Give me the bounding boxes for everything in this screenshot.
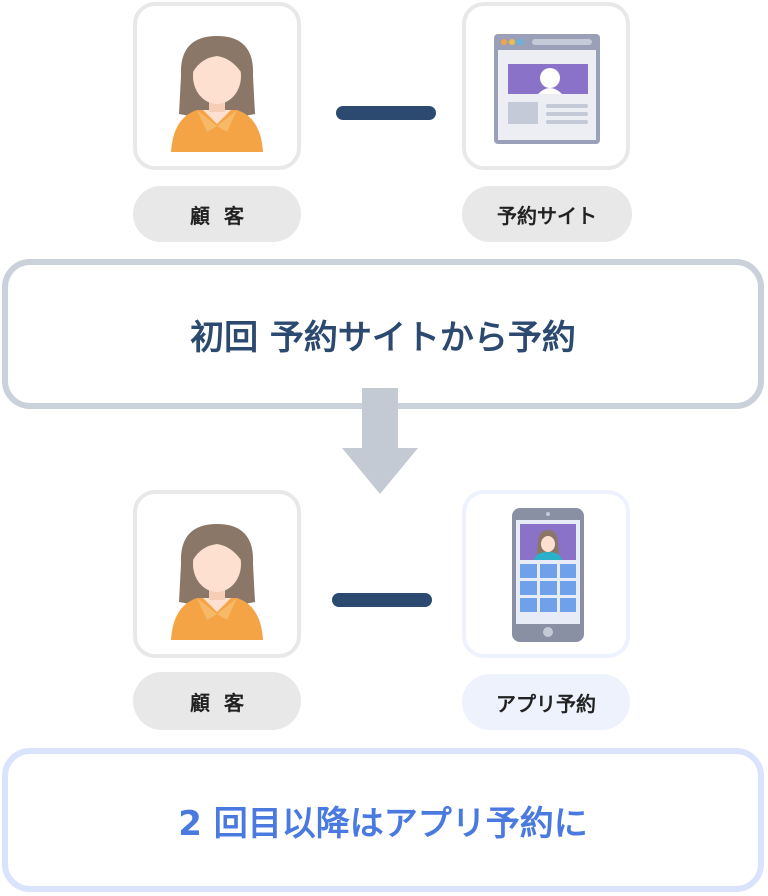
woman-avatar-icon — [171, 524, 263, 640]
site-label-top: 予約サイト — [462, 186, 632, 242]
down-arrow-icon — [342, 388, 418, 494]
woman-avatar-icon — [171, 36, 263, 152]
site-card-top — [462, 2, 630, 170]
connector-line-bottom — [332, 593, 432, 607]
repeat-booking-banner: 2 回目以降はアプリ予約に — [2, 748, 764, 892]
customer-card-bottom — [133, 490, 301, 658]
customer-label-bottom: 顧客 — [133, 672, 301, 730]
browser-window-icon — [494, 34, 600, 144]
customer-label-top: 顧客 — [133, 186, 301, 242]
first-booking-banner: 初回 予約サイトから予約 — [2, 259, 764, 409]
app-label-bottom: アプリ予約 — [462, 674, 630, 730]
customer-card-top — [133, 2, 301, 170]
connector-line-top — [336, 106, 436, 120]
app-card-bottom — [462, 490, 630, 658]
smartphone-app-icon — [512, 508, 584, 642]
